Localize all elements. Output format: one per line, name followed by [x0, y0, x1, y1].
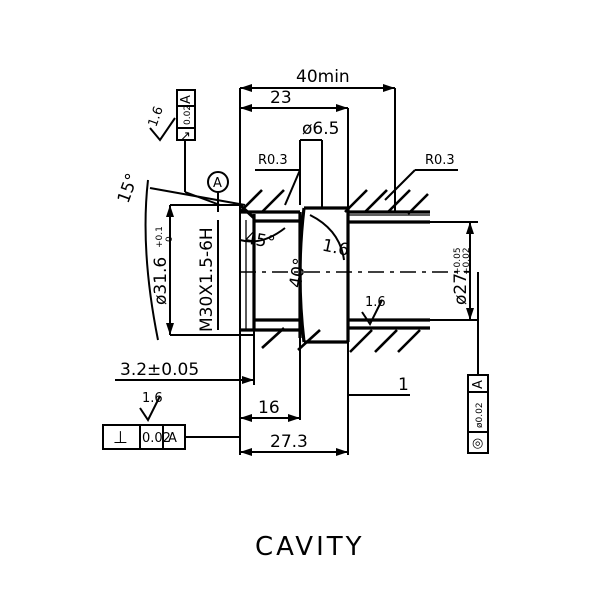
dim-chamfer-depth: 3.2±0.05	[120, 360, 199, 380]
dimension-lines	[115, 87, 479, 455]
gdt-runout-value: 0.02	[183, 105, 193, 125]
dim-roughness-inner: 1.6	[320, 236, 351, 261]
dim-roughness-runout: 1.6	[146, 104, 167, 129]
roughness-symbols	[139, 117, 383, 422]
gdt-perpendicularity-symbol: ⊥	[113, 428, 128, 448]
dim-radius-left: R0.3	[258, 153, 288, 168]
dim-major-diameter: ø31.6	[151, 257, 171, 305]
arrowheads	[166, 84, 474, 456]
dim-outlet-diameter: ø27	[451, 273, 471, 305]
dim-entry-angle: 15°	[114, 171, 143, 206]
datum-a-label: A	[213, 176, 222, 191]
cavity-outline	[238, 203, 430, 344]
dim-thread-depth: 16	[258, 398, 280, 418]
gdt-concentricity-frame: ◎ ø0.02 A	[467, 374, 489, 454]
dim-total-length: 27.3	[270, 432, 308, 452]
dim-roughness-outlet: 1.6	[365, 295, 386, 310]
dim-outlet-diameter-tol-lower: +0.02	[462, 247, 472, 275]
dim-small-step: 1	[398, 375, 409, 395]
dim-bore-depth: 23	[270, 88, 292, 108]
gdt-concentricity-datum: A	[471, 380, 486, 389]
dim-radius-right: R0.3	[425, 153, 455, 168]
gdt-runout-symbol: ↗	[180, 129, 191, 144]
dim-overall-depth: 40min	[296, 67, 350, 87]
dim-major-diameter-tol-upper: +0.1	[155, 226, 165, 248]
dim-outlet-diameter-tol-upper: +0.05	[453, 247, 463, 275]
dim-inner-taper: 40°	[286, 256, 311, 289]
gdt-runout-frame: ↗ 0.02 A	[176, 89, 196, 144]
gdt-perpendicularity-frame: ⊥ 0.02 A	[102, 424, 186, 450]
dim-chamfer-left: 45°	[244, 228, 277, 253]
gdt-perpendicularity-value: 0.02	[142, 431, 171, 446]
gdt-concentricity-symbol: ◎	[472, 436, 483, 451]
drawing-title: CAVITY	[255, 532, 365, 562]
dim-major-diameter-tol-lower: 0	[165, 236, 175, 242]
gdt-perpendicularity-datum: A	[168, 431, 177, 446]
dim-roughness-perp: 1.6	[142, 391, 163, 406]
gdt-concentricity-value: ø0.02	[475, 402, 485, 428]
dim-small-bore: ø6.5	[302, 119, 339, 139]
gdt-runout-datum: A	[179, 95, 194, 104]
dim-thread: M30X1.5-6H	[197, 227, 217, 332]
